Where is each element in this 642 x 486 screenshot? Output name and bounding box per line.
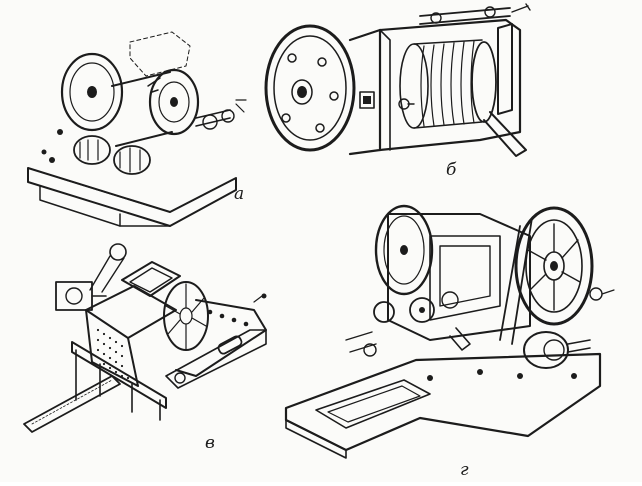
figure-label-v: в [205, 433, 215, 453]
figure-g-machine [284, 204, 615, 459]
figure-label-a: а [234, 184, 245, 204]
figure-v-machine [23, 243, 267, 433]
figure-label-g: г [460, 460, 469, 480]
figure-label-b: б [446, 160, 457, 180]
figure-a-machine [27, 31, 247, 227]
figure-b-machine [264, 3, 531, 157]
